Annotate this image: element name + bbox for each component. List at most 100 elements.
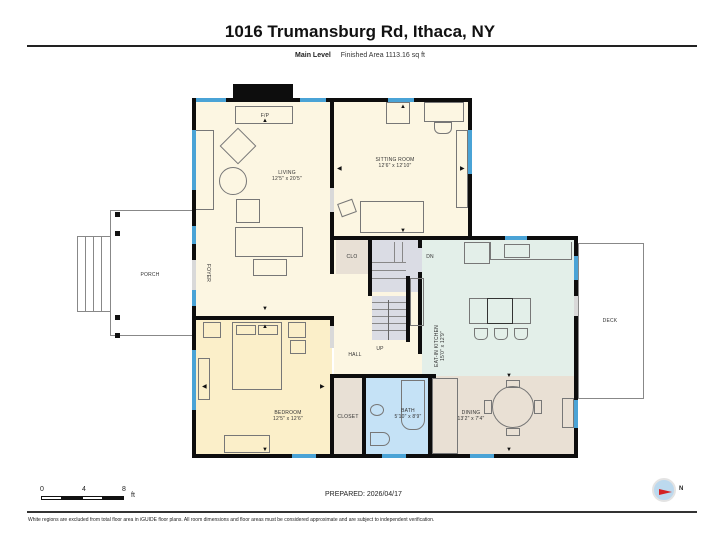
finished-area: Finished Area 1113.16 sq ft (340, 52, 425, 59)
wall (330, 374, 430, 378)
wall (330, 376, 334, 456)
wall (330, 212, 334, 274)
living-dims: 12'5" x 20'5" (271, 176, 303, 182)
dining-cabinet (562, 398, 574, 428)
clo-closet (336, 240, 370, 274)
bathtub (401, 380, 425, 430)
wall (428, 376, 432, 456)
window (292, 454, 316, 458)
wall (428, 374, 436, 378)
title-divider (27, 45, 697, 47)
floor-plan: PORCH DECK F/P (77, 84, 644, 458)
window (574, 400, 578, 428)
clo-name: CLO (346, 254, 358, 260)
hall-name: HALL (348, 352, 362, 358)
fireplace-chimney (233, 84, 293, 100)
front-door[interactable] (192, 260, 196, 290)
camera-marker-icon[interactable]: ▲ (262, 324, 268, 330)
sitting-doorway[interactable] (330, 188, 334, 212)
porch-post (115, 333, 120, 338)
porch-label: PORCH (130, 272, 170, 278)
scale-seg (61, 496, 83, 500)
nightstand (203, 322, 221, 338)
up-label: UP (372, 346, 388, 352)
nightstand (288, 322, 306, 338)
camera-marker-icon[interactable]: ▲ (400, 104, 406, 110)
scale-tick-4: 4 (82, 486, 86, 493)
window (574, 256, 578, 280)
window (468, 130, 472, 174)
dn-name: DN (426, 254, 434, 260)
scale-tick-8: 8 (122, 486, 126, 493)
foyer-name: FOYER (205, 263, 211, 283)
bedroom-dresser-small (290, 340, 306, 354)
deck-door[interactable] (574, 296, 578, 316)
stairs-down (372, 240, 422, 292)
clo-label: CLO (340, 254, 364, 260)
desk (424, 102, 464, 122)
window (192, 290, 196, 306)
scale-tick-0: 0 (40, 486, 44, 493)
sitting-sofa (360, 201, 424, 233)
dining-name: DINING (461, 410, 481, 416)
scale-seg (41, 496, 62, 500)
window (470, 454, 494, 458)
bedroom-name: BEDROOM (274, 410, 302, 416)
dining-label: DINING 13'2" x 7'4" (456, 410, 486, 422)
deck-area (578, 243, 644, 399)
bedroom-dims: 12'5" x 12'6" (272, 416, 304, 422)
bar-stool (494, 328, 508, 340)
camera-marker-icon[interactable]: ▼ (506, 447, 512, 453)
porch-post (115, 315, 120, 320)
dining-table (492, 386, 534, 428)
page-title: 1016 Trumansburg Rd, Ithaca, NY (224, 22, 496, 41)
bedroom-label: BEDROOM 12'5" x 12'6" (268, 410, 308, 422)
counter (490, 242, 572, 260)
wall (192, 316, 334, 320)
window (300, 98, 326, 102)
window (382, 454, 406, 458)
dining-chair (506, 380, 520, 388)
camera-marker-icon[interactable]: ▶ (460, 166, 465, 172)
disclaimer: White regions are excluded from total fl… (28, 517, 435, 523)
level-name: Main Level (295, 52, 331, 59)
level-subtitle: Main Level Finished Area 1113.16 sq ft (0, 52, 720, 59)
bath-name: BATH (401, 408, 415, 414)
camera-marker-icon[interactable]: ▼ (262, 306, 268, 312)
pillow (236, 325, 256, 335)
wall (362, 376, 366, 456)
camera-marker-icon[interactable]: ◀ (337, 166, 342, 172)
bedroom-door[interactable] (330, 326, 334, 348)
closet-name: CLOSET (337, 414, 359, 420)
window (192, 226, 196, 244)
round-side-table (219, 167, 247, 195)
kitchen-label: EAT-IN KITCHEN 15'0" x 12'9" (434, 316, 446, 376)
bedroom (196, 320, 332, 454)
desk-chair (434, 122, 452, 134)
camera-marker-icon[interactable]: ▼ (506, 373, 512, 379)
camera-marker-icon[interactable]: ▶ (320, 384, 325, 390)
dn-label: DN (422, 254, 438, 260)
hall-label: HALL (344, 352, 366, 358)
camera-marker-icon[interactable]: ◀ (202, 384, 207, 390)
camera-marker-icon[interactable]: ▼ (262, 447, 268, 453)
toilet (370, 432, 390, 446)
pillow (258, 325, 278, 335)
fp-label: F/P (250, 113, 280, 119)
window (192, 350, 196, 410)
up-name: UP (376, 346, 384, 352)
kitchen-counter-left (410, 278, 424, 326)
wall (574, 238, 578, 458)
living-label: LIVING 12'5" x 20'5" (262, 170, 312, 182)
sitting-label: SITTING ROOM 12'6" x 12'10" (365, 157, 425, 169)
camera-marker-icon[interactable]: ▲ (262, 118, 268, 124)
wall (422, 236, 578, 240)
coffee-table (253, 259, 287, 276)
sitting-dims: 12'6" x 12'10" (378, 163, 412, 169)
camera-marker-icon[interactable]: ▼ (400, 228, 406, 234)
fireplace-hearth (235, 106, 293, 124)
bath-dims: 5'10" x 8'9" (394, 414, 422, 420)
wall (406, 276, 410, 342)
sitting-shelf (456, 130, 468, 208)
kitchen-dims: 15'0" x 12'9" (440, 330, 446, 362)
